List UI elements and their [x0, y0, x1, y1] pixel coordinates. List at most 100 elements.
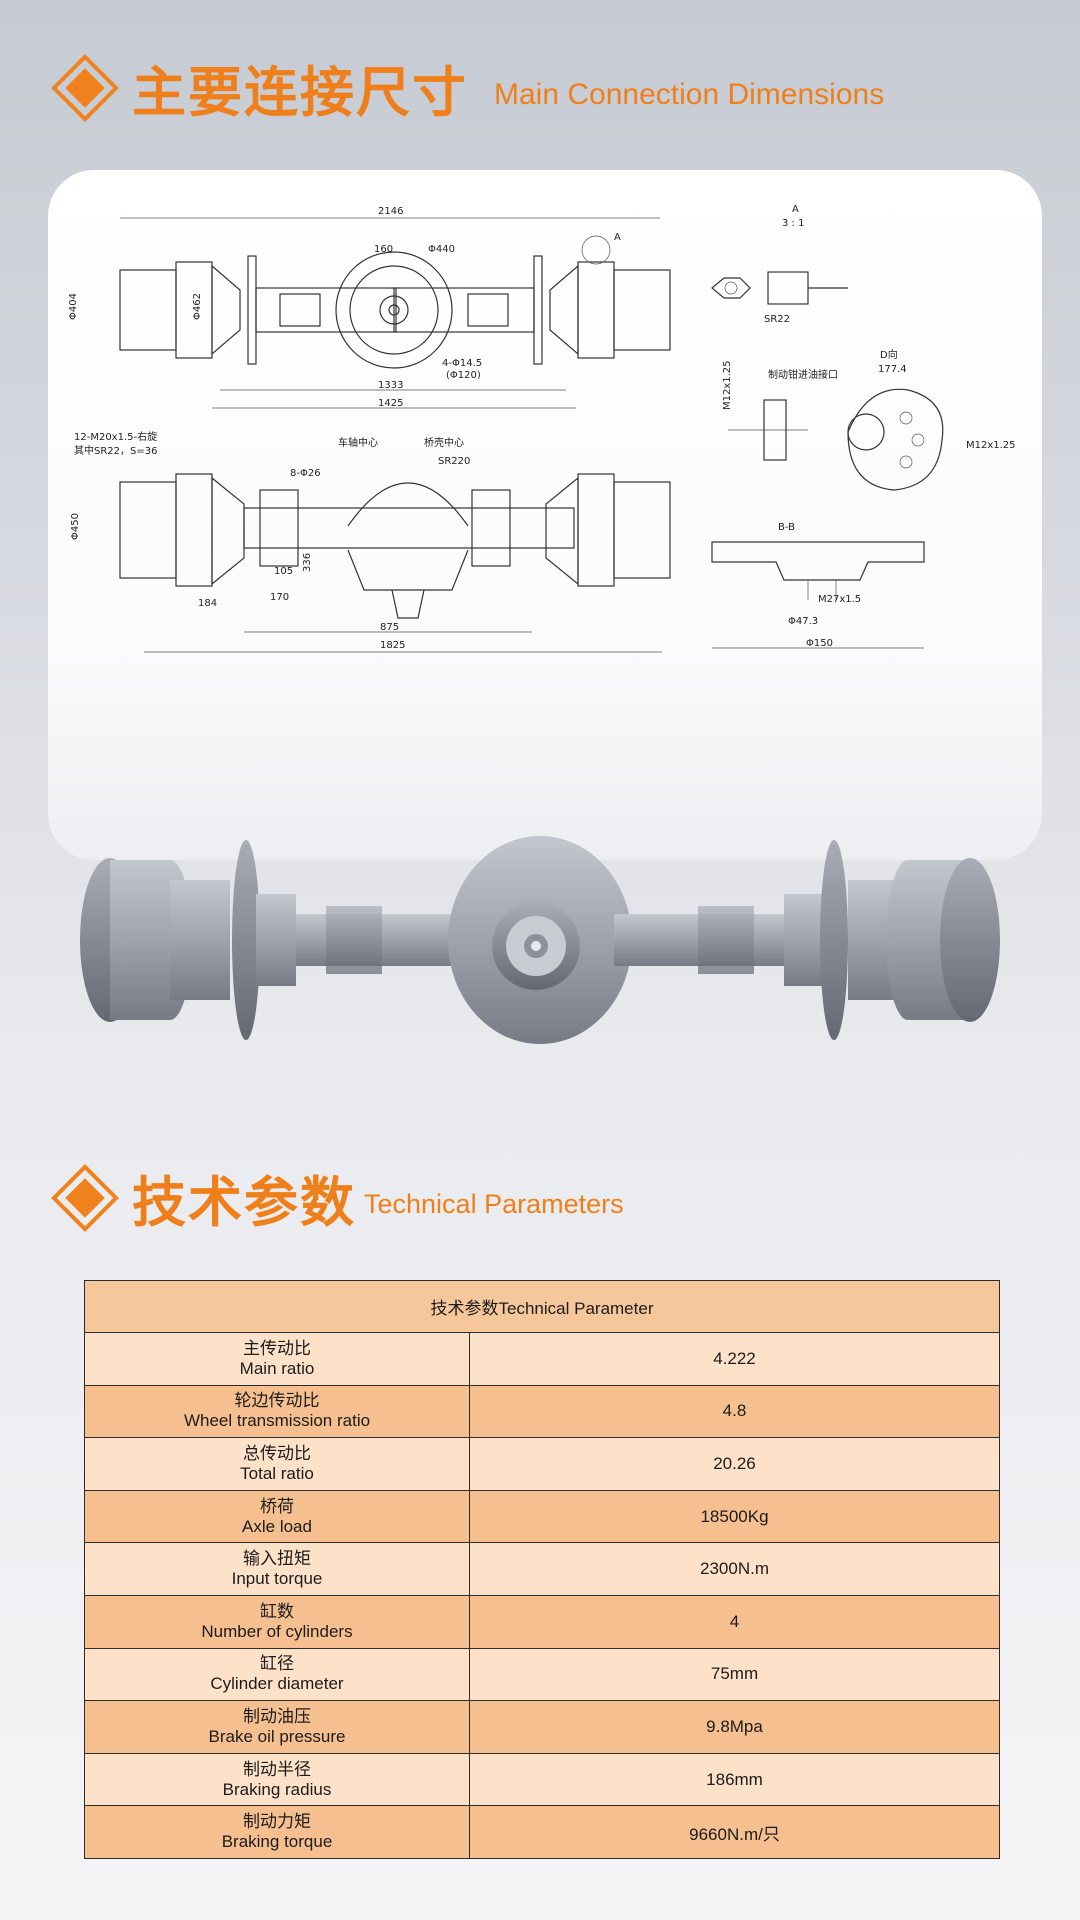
parameters-title-en: Technical Parameters [364, 1189, 624, 1219]
dim-160: 160 [374, 244, 393, 255]
dim-track-1425: 1425 [378, 398, 403, 409]
parameters-heading: 技术参数 Technical Parameters [51, 1158, 624, 1237]
param-label-en: Cylinder diameter [210, 1674, 344, 1694]
param-value: 20.26 [469, 1437, 1000, 1491]
param-value: 75mm [469, 1647, 1000, 1702]
technical-drawing-panel: 2146 Φ440 160 4-Φ14.5 (Φ120) A [48, 170, 1042, 860]
detail-a-scale: 3 : 1 [782, 218, 804, 229]
label-brake-port: 制动钳进油接口 [768, 368, 838, 381]
param-label-en: Main ratio [239, 1358, 315, 1378]
param-label-cn: 输入扭矩 [243, 1549, 311, 1569]
label-axle-center: 车轴中心 [338, 436, 378, 449]
param-value: 186mm [469, 1752, 1000, 1807]
param-label-cn: 主传动比 [243, 1338, 311, 1358]
param-value: 4.8 [469, 1384, 1000, 1439]
diamond-icon [51, 1163, 119, 1232]
dim-phi462: Φ462 [192, 293, 203, 320]
dimensions-title-en: Main Connection Dimensions [494, 77, 885, 111]
note-sphere: 其中SR22，S=36 [74, 444, 157, 457]
param-value: 4.222 [469, 1332, 1000, 1386]
table-title: 技术参数Technical Parameter [84, 1280, 1000, 1333]
dim-phi47-3: Φ47.3 [788, 616, 818, 627]
view-d-title: D向 [880, 348, 898, 361]
param-label-cn: 制动油压 [243, 1706, 311, 1726]
param-label-en: Input torque [231, 1569, 323, 1589]
dim-1825: 1825 [380, 640, 405, 651]
diamond-icon [51, 53, 119, 122]
param-value: 9660N.m/只 [469, 1805, 1000, 1859]
dim-177-4: 177.4 [878, 364, 907, 375]
param-label-cn: 缸数 [260, 1601, 294, 1621]
table-title-row: 技术参数Technical Parameter [84, 1280, 1000, 1333]
detail-a-marker: A [614, 232, 621, 243]
dim-phi440: Φ440 [428, 244, 455, 255]
param-label-cn: 总传动比 [243, 1443, 311, 1463]
param-label-cn: 制动力矩 [243, 1812, 311, 1832]
drive-axle-image [80, 836, 1000, 1044]
note-thread: 12-M20x1.5-右旋 [74, 430, 157, 443]
detail-a-title: A [792, 204, 799, 215]
drawing-detail-views: A 3 : 1 SR22 制动钳进油接口 M12x1.25 D向 177.4 M… [711, 204, 1016, 649]
dim-overall-length: 2146 [378, 206, 403, 217]
dim-phi450: Φ450 [70, 513, 81, 540]
param-value: 18500Kg [469, 1489, 1000, 1544]
dimensions-heading: 主要连接尺寸 Main Connection Dimensions [51, 48, 885, 127]
dim-track-1333: 1333 [378, 380, 403, 391]
param-label-cn: 轮边传动比 [234, 1391, 320, 1411]
param-label-en: Braking radius [222, 1779, 332, 1799]
param-label-cn: 制动半径 [243, 1759, 311, 1779]
dim-336: 336 [302, 553, 313, 572]
drawing-top-view: 2146 Φ440 160 4-Φ14.5 (Φ120) A [68, 206, 671, 409]
dim-bore-holes: 8-Φ26 [290, 468, 321, 479]
dim-phi404: Φ404 [68, 293, 79, 320]
dim-184: 184 [198, 598, 217, 609]
param-label-cn: 桥荷 [260, 1496, 294, 1516]
parameters-title-cn: 技术参数 [132, 1171, 356, 1234]
dim-sr220: SR220 [438, 456, 470, 467]
label-housing-center: 桥壳中心 [424, 436, 464, 449]
drawing-front-view: 12-M20x1.5-右旋 其中SR22，S=36 车轴中心 桥壳中心 SR22… [70, 430, 671, 653]
dim-pcd: (Φ120) [446, 370, 481, 381]
param-label-en: Wheel transmission ratio [183, 1411, 371, 1431]
dimensions-title-cn: 主要连接尺寸 [132, 61, 468, 124]
param-value: 4 [469, 1594, 1000, 1649]
param-value: 2300N.m [469, 1542, 1000, 1596]
dim-875: 875 [380, 622, 399, 633]
param-label-en: Brake oil pressure [208, 1726, 346, 1746]
dim-bolt-holes: 4-Φ14.5 [442, 358, 482, 369]
dim-170: 170 [270, 592, 289, 603]
param-label-cn: 缸径 [260, 1654, 294, 1674]
param-label-en: Braking torque [221, 1832, 333, 1852]
param-label-en: Number of cylinders [201, 1621, 353, 1641]
param-label-en: Axle load [242, 1516, 312, 1536]
param-label-en: Total ratio [240, 1463, 314, 1483]
param-value: 9.8Mpa [469, 1700, 1000, 1754]
dim-m27: M27x1.5 [818, 594, 861, 605]
dim-sr22: SR22 [764, 314, 790, 325]
dim-phi150: Φ150 [806, 638, 833, 649]
dim-m12-port: M12x1.25 [722, 360, 733, 410]
dim-105: 105 [274, 566, 293, 577]
section-bb-title: B-B [778, 522, 795, 533]
